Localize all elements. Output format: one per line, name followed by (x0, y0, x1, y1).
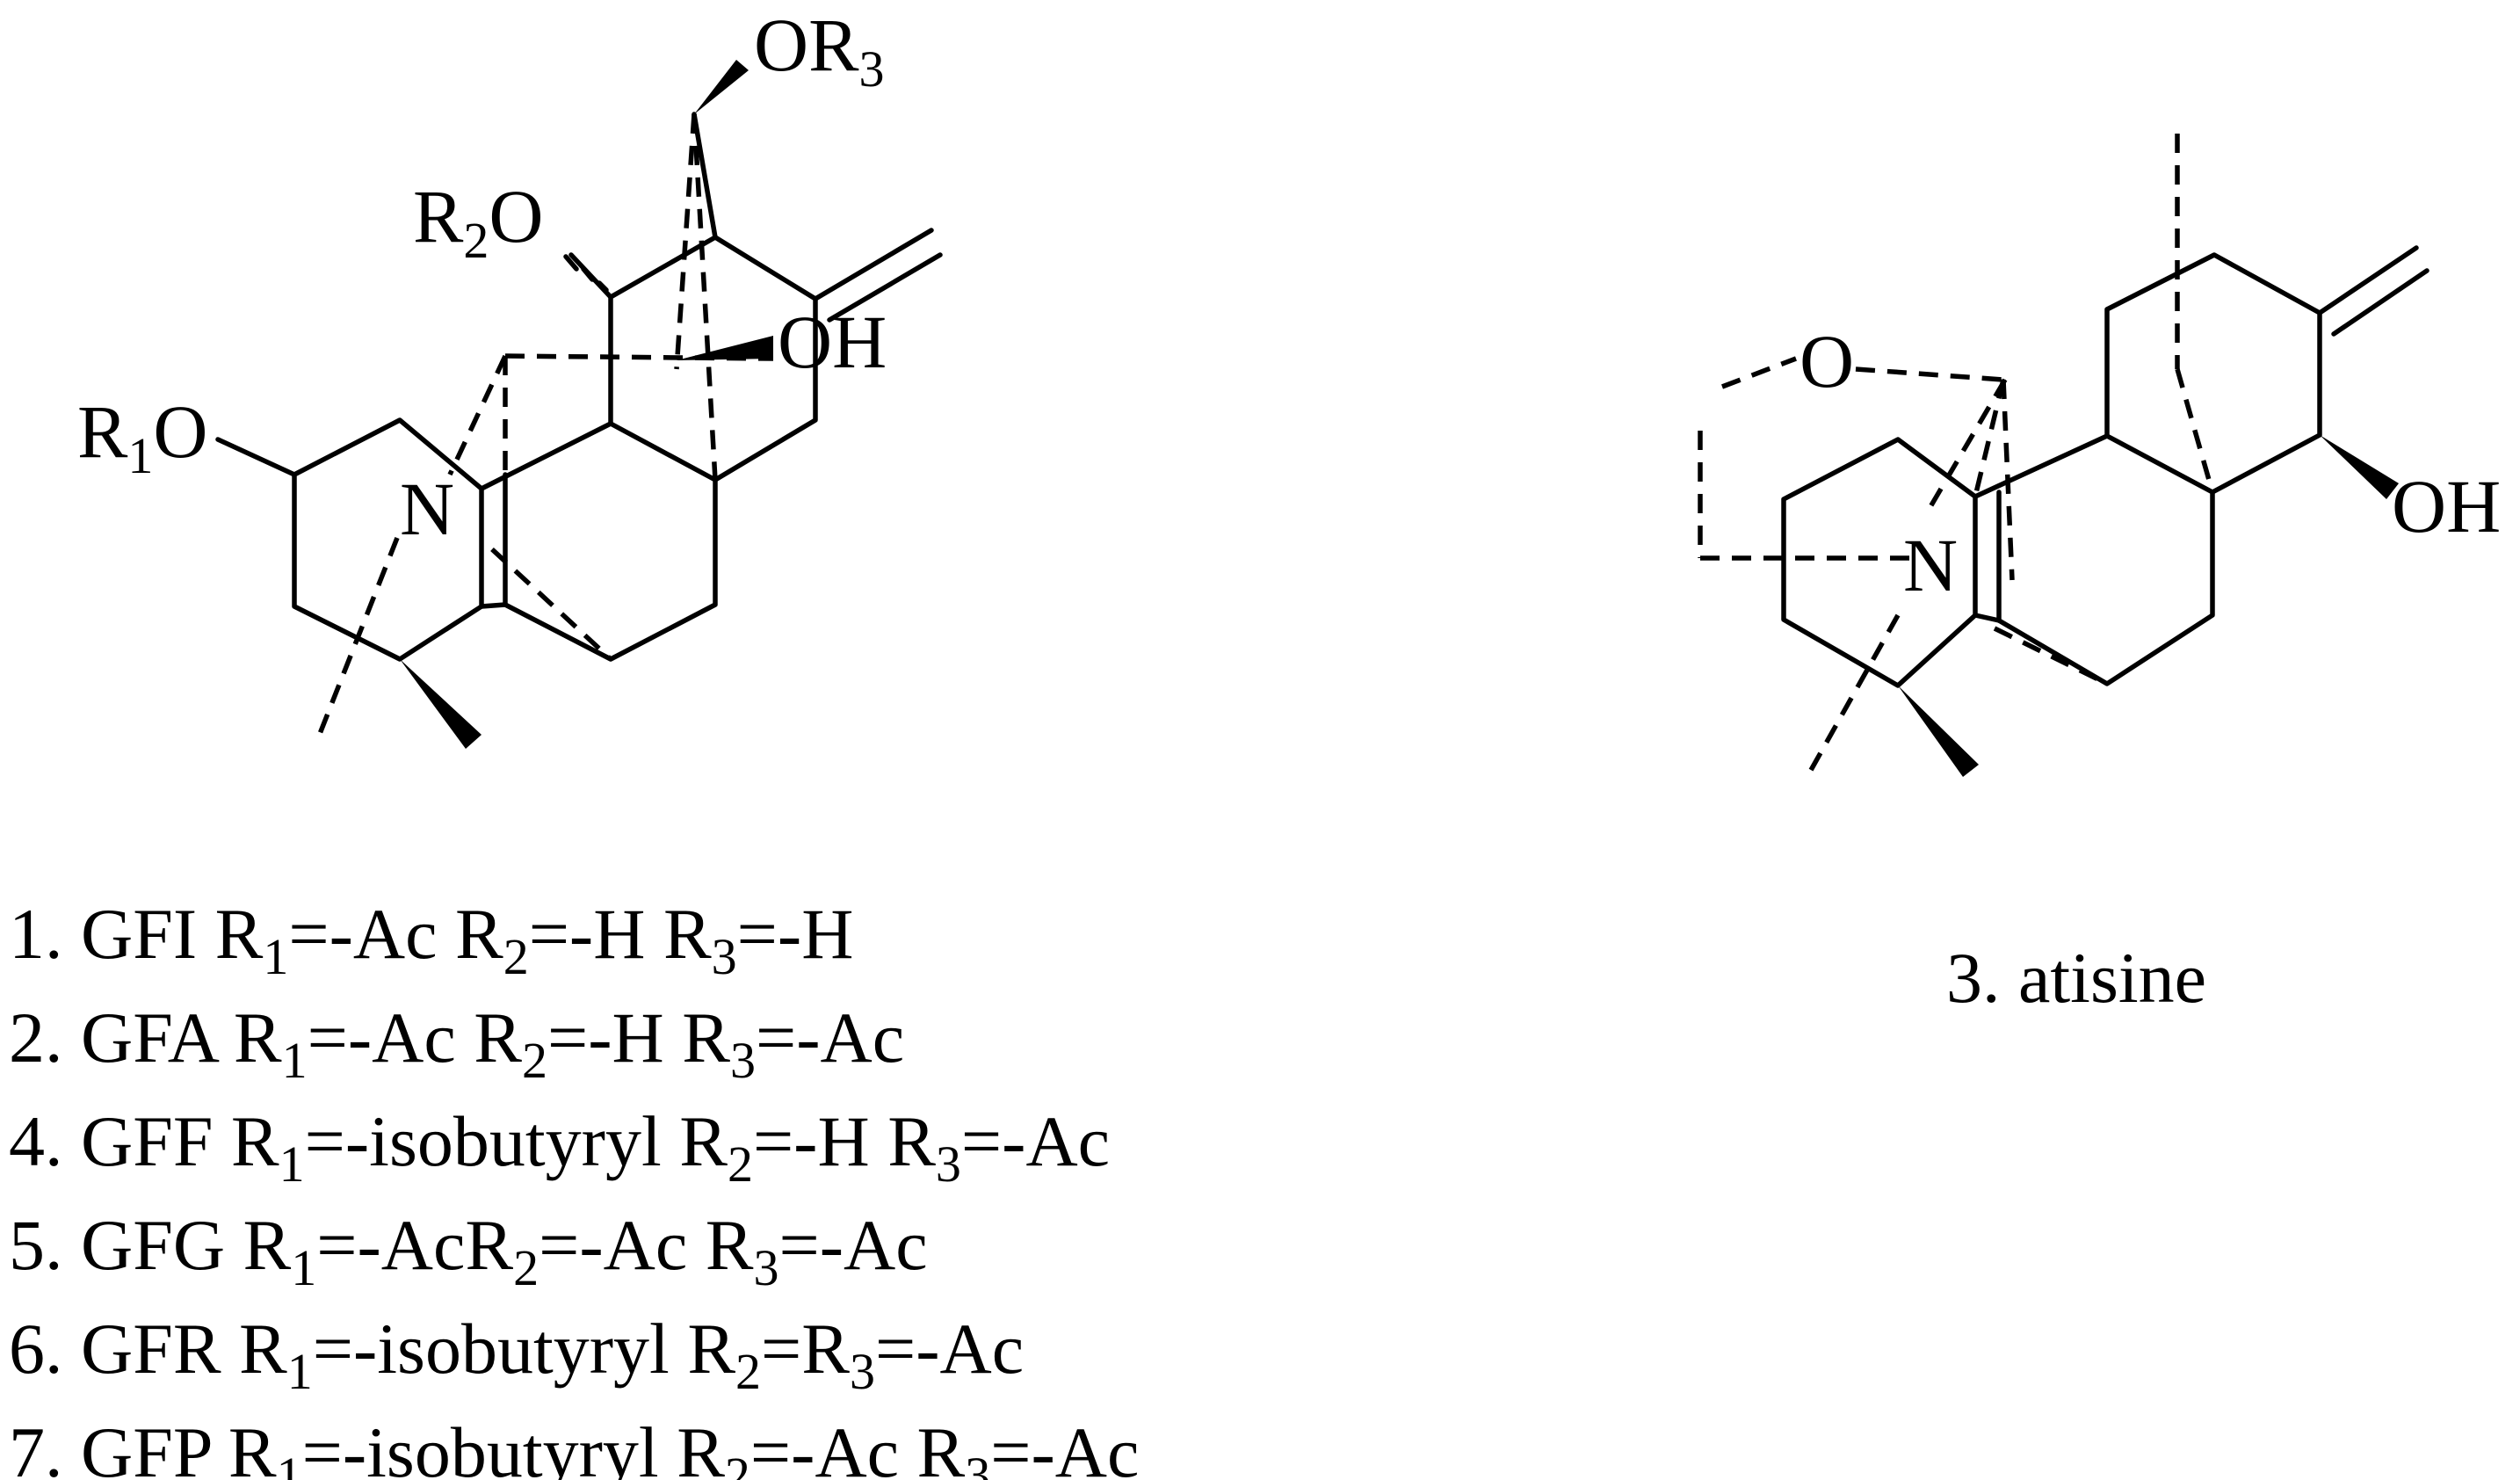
compound-line-6: 7. GFP R1=-isobutyryl R2=-Ac R3=-Ac (9, 1412, 1139, 1480)
left-wedge-bonds (400, 60, 773, 749)
right-solid-bonds (1781, 245, 2429, 688)
right-ring-b (1973, 433, 2215, 686)
right-label-n: N (1903, 523, 1958, 607)
structure-left: OR3 R2O OH R1O N (77, 3, 943, 749)
left-label-r2o: R2O (413, 174, 543, 269)
compound-line-4: 5. GFG R1=-AcR2=-Ac R3=-Ac (9, 1205, 928, 1296)
structure-right: O N OH 3. atisine (1698, 134, 2501, 1018)
right-label-o: O (1799, 319, 1854, 403)
left-label-or3: OR3 (754, 3, 884, 98)
left-label-oh: OH (778, 300, 887, 384)
left-ring-b (479, 421, 718, 662)
compound-list: 1. GFI R1=-Ac R2=-H R3=-H 2. GFA R1=-Ac R… (9, 894, 1139, 1480)
right-wedge-bonds (1898, 435, 2399, 777)
compound-line-1: 1. GFI R1=-Ac R2=-H R3=-H (9, 894, 853, 985)
left-solid-bonds (215, 112, 943, 662)
left-label-r1o: R1O (77, 389, 207, 484)
compound-line-3: 4. GFF R1=-isobutyryl R2=-H R3=-Ac (9, 1101, 1110, 1193)
left-label-n: N (400, 467, 454, 551)
right-dashed-bonds (1698, 134, 2215, 773)
right-ring-c (2104, 252, 2322, 495)
left-hashed-bond (563, 254, 609, 293)
compound-line-2: 2. GFA R1=-Ac R2=-H R3=-Ac (9, 998, 904, 1089)
right-caption: 3. atisine (1946, 938, 2206, 1018)
left-ring-c (608, 235, 818, 482)
compound-line-5: 6. GFR R1=-isobutyryl R2=R3=-Ac (9, 1309, 1024, 1400)
left-dashed-bonds (314, 113, 774, 744)
right-label-oh: OH (2392, 464, 2501, 548)
